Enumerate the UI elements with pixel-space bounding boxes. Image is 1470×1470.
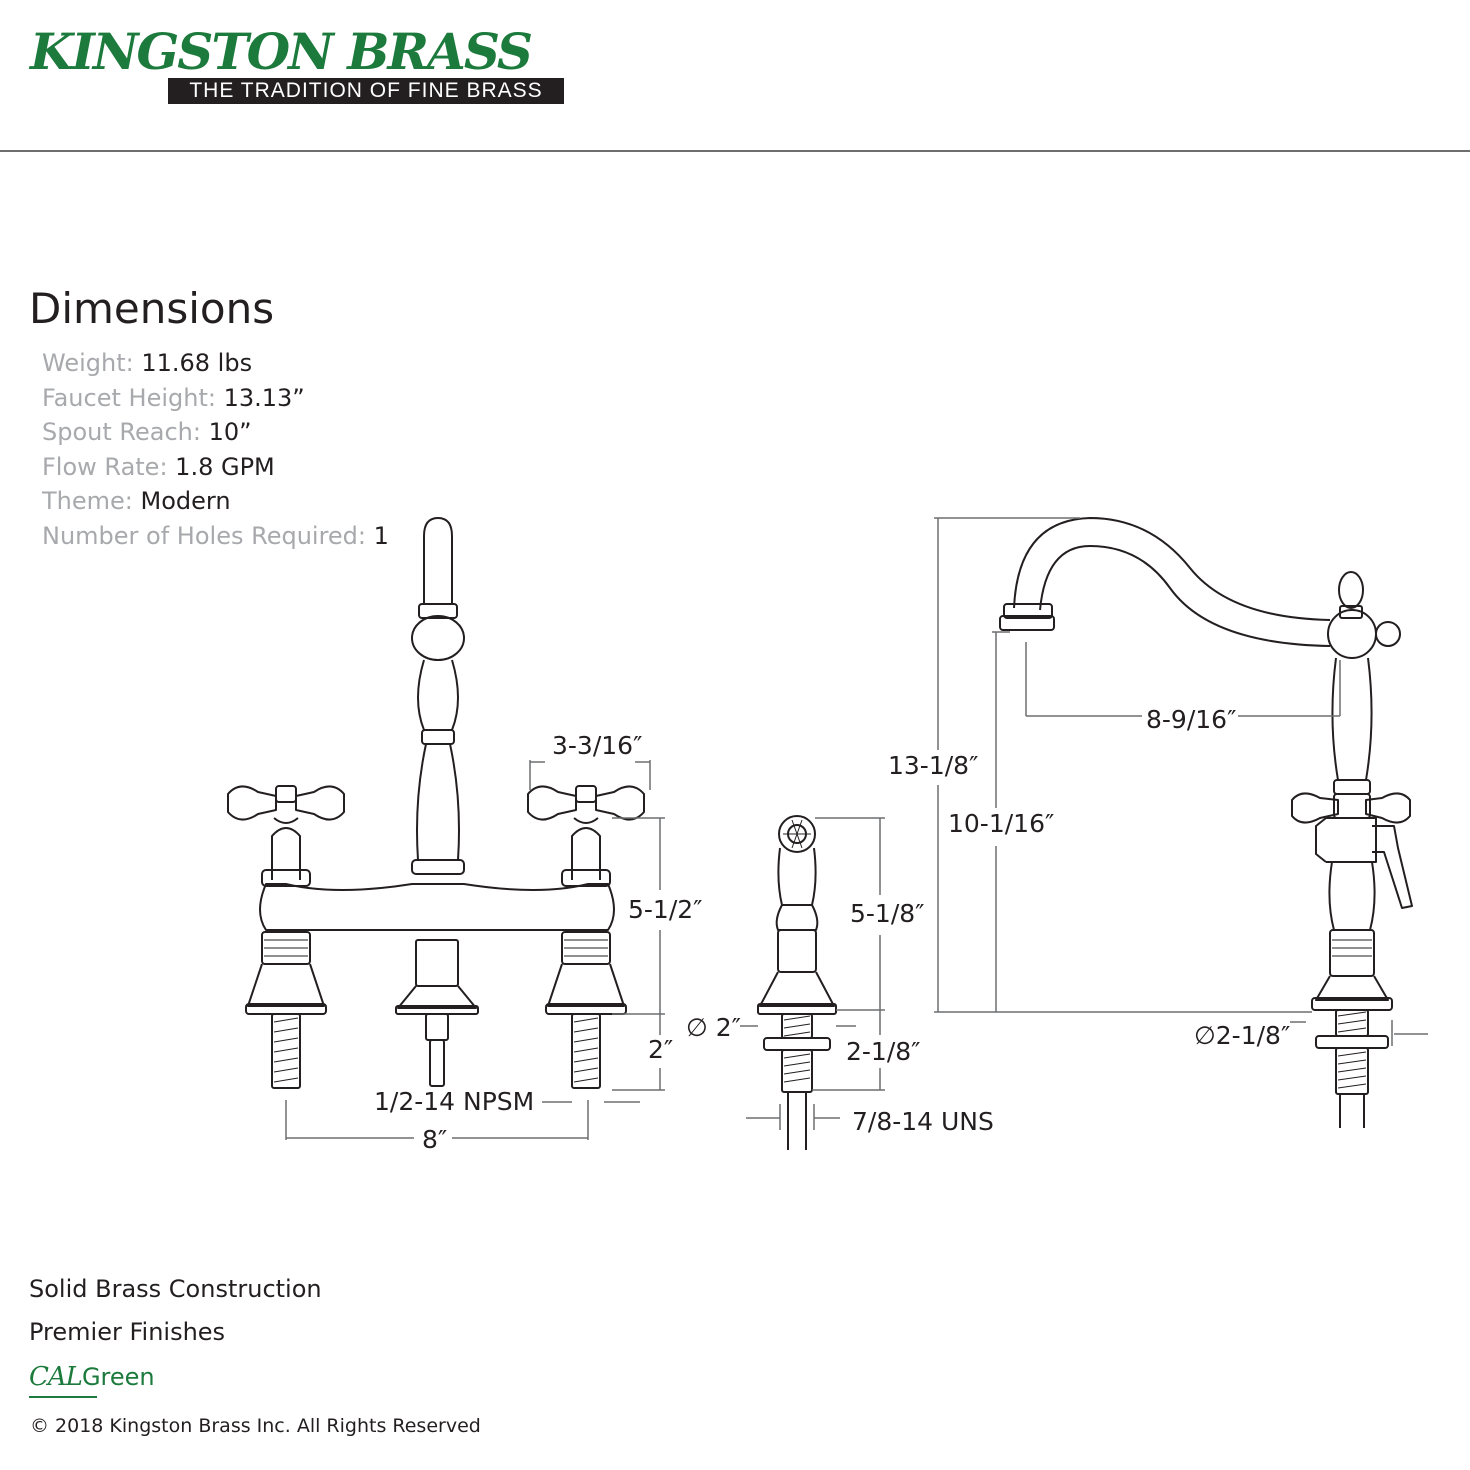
calgreen-logo: CALGreen: [29, 1362, 155, 1398]
dim-spout-reach: 8-9/16″: [1146, 705, 1236, 734]
side-view-thread-hatching: [1332, 939, 1372, 1089]
spec-label: Faucet Height:: [42, 383, 216, 412]
calgreen-green: Green: [81, 1363, 155, 1391]
spec-weight: Weight: 11.68 lbs: [42, 346, 389, 381]
feature-premier-finishes: Premier Finishes: [29, 1318, 226, 1346]
spec-label: Weight:: [42, 349, 134, 377]
spec-value: 11.68 lbs: [141, 349, 253, 377]
spec-value: 10”: [208, 418, 252, 446]
brand-tagline: THE TRADITION OF FINE BRASS: [168, 78, 564, 104]
spec-faucet-height: Faucet Height: 13.13”: [42, 381, 389, 416]
side-view-faucet: [999, 517, 1413, 1128]
side-sprayer: [757, 815, 837, 1150]
front-view-faucet: [227, 517, 645, 1089]
spec-label: Flow Rate:: [42, 452, 168, 481]
spec-label: Number of Holes Required:: [42, 521, 366, 550]
sprayer-dimension-lines: [740, 817, 885, 1130]
dim-shank-length: 2″: [648, 1035, 673, 1064]
front-view-thread-hatching: [264, 939, 608, 1083]
calgreen-underline: [29, 1396, 97, 1398]
sprayer-thread-hatching: [783, 819, 811, 1083]
brand-name: KINGSTON BRASS: [30, 22, 533, 81]
spec-label: Spout Reach:: [42, 418, 201, 446]
spec-value: 13.13”: [223, 383, 305, 412]
brand-logo: KINGSTON BRASS THE TRADITION OF FINE BRA…: [30, 22, 564, 104]
spec-label: Theme:: [42, 487, 133, 515]
dim-center-spread: 8″: [422, 1125, 447, 1154]
dim-sprayer-mount-height: 2-1/8″: [846, 1037, 921, 1066]
dim-handle-width: 3-3/16″: [552, 731, 642, 760]
front-view-dimension-lines: [285, 760, 665, 1140]
header-divider: [0, 150, 1470, 152]
spec-flow-rate: Flow Rate: 1.8 GPM: [42, 450, 389, 485]
feature-solid-brass: Solid Brass Construction: [29, 1275, 322, 1303]
spec-value: Modern: [140, 487, 231, 515]
dim-total-height: 13-1/8″: [888, 751, 978, 780]
side-view-dimension-lines: [934, 517, 1428, 1046]
copyright-notice: © 2018 Kingston Brass Inc. All Rights Re…: [30, 1415, 481, 1437]
spec-spout-reach: Spout Reach: 10”: [42, 415, 389, 450]
spec-value: 1: [373, 521, 389, 550]
dim-spout-height: 10-1/16″: [948, 809, 1054, 838]
dim-sprayer-base-diameter: ∅ 2″: [686, 1013, 741, 1042]
dim-body-height: 5-1/2″: [628, 895, 703, 924]
spec-list: Weight: 11.68 lbs Faucet Height: 13.13” …: [42, 346, 389, 553]
spec-value: 1.8 GPM: [175, 452, 275, 481]
dim-sprayer-thread: 7/8-14 UNS: [852, 1107, 994, 1136]
calgreen-cal: CAL: [29, 1362, 83, 1392]
dim-shank-thread: 1/2-14 NPSM: [374, 1087, 534, 1116]
spec-theme: Theme: Modern: [42, 484, 389, 519]
spec-holes: Number of Holes Required: 1: [42, 519, 389, 554]
dimensions-title: Dimensions: [29, 284, 275, 333]
dim-base-diameter: ∅2-1/8″: [1194, 1021, 1290, 1050]
dim-sprayer-height: 5-1/8″: [850, 899, 925, 928]
